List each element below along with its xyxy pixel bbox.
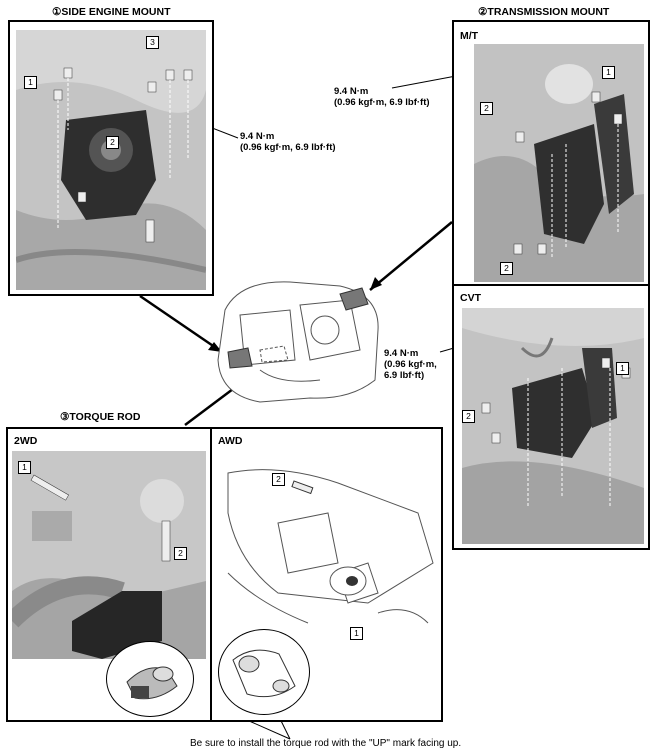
section-title-text: TRANSMISSION MOUNT (487, 6, 610, 18)
transmission-mount-panel: M/T 1 2 2 CVT (452, 20, 650, 550)
awd-drawing (218, 453, 438, 643)
callout-2: 2 (106, 136, 119, 149)
callout-2: 2 (174, 547, 187, 560)
torque-value: 9.4 N·m (384, 348, 419, 359)
awd-detail-circle (218, 629, 310, 715)
section-title-text: TORQUE ROD (69, 411, 141, 423)
section-number: ① (52, 6, 62, 18)
callout-2: 2 (500, 262, 513, 275)
mt-photo (474, 44, 644, 282)
section-number: ③ (60, 411, 70, 423)
callout-1: 1 (18, 461, 31, 474)
callout-1: 1 (602, 66, 615, 79)
panel-divider (210, 429, 212, 720)
2wd-label: 2WD (14, 435, 38, 447)
callout-2: 2 (480, 102, 493, 115)
torque-rod-note: Be sure to install the torque rod with t… (190, 738, 462, 749)
torque-value: 9.4 N·m (334, 86, 369, 97)
cvt-label: CVT (460, 292, 481, 304)
cvt-photo (462, 308, 644, 544)
mt-torque-spec: 9.4 N·m (0.96 kgf·m, 6.9 lbf·ft) (334, 86, 430, 108)
callout-1: 1 (350, 627, 363, 640)
panel-divider (454, 284, 648, 286)
awd-label: AWD (218, 435, 243, 447)
side-engine-mount-title: ①SIDE ENGINE MOUNT (52, 6, 171, 18)
torque-rod-panel: 2WD 1 2 AWD (6, 427, 443, 722)
callout-2: 2 (462, 410, 475, 423)
section-title-text: SIDE ENGINE MOUNT (61, 6, 171, 18)
side-engine-mount-panel: 1 3 2 (8, 20, 214, 296)
side-engine-torque-spec: 9.4 N·m (0.96 kgf·m, 6.9 lbf·ft) (240, 131, 336, 153)
section-number: ② (478, 6, 488, 18)
callout-1: 1 (24, 76, 37, 89)
callout-2: 2 (272, 473, 285, 486)
callout-1: 1 (616, 362, 629, 375)
cvt-torque-spec: 9.4 N·m (0.96 kgf·m, 6.9 lbf·ft) (384, 348, 437, 381)
torque-rod-title: ③TORQUE ROD (60, 411, 140, 423)
transmission-mount-title: ②TRANSMISSION MOUNT (478, 6, 609, 18)
callout-3: 3 (146, 36, 159, 49)
2wd-detail-circle (106, 641, 194, 717)
side-engine-mount-photo (16, 30, 206, 290)
torque-value: 9.4 N·m (240, 131, 275, 142)
engine-assembly-diagram (200, 270, 400, 410)
torque-detail-line1: (0.96 kgf·m, (384, 359, 437, 370)
2wd-photo (12, 451, 206, 659)
mt-label: M/T (460, 30, 479, 42)
torque-detail: (0.96 kgf·m, 6.9 lbf·ft) (334, 97, 430, 108)
torque-detail-line2: 6.9 lbf·ft) (384, 370, 425, 381)
torque-detail: (0.96 kgf·m, 6.9 lbf·ft) (240, 142, 336, 153)
